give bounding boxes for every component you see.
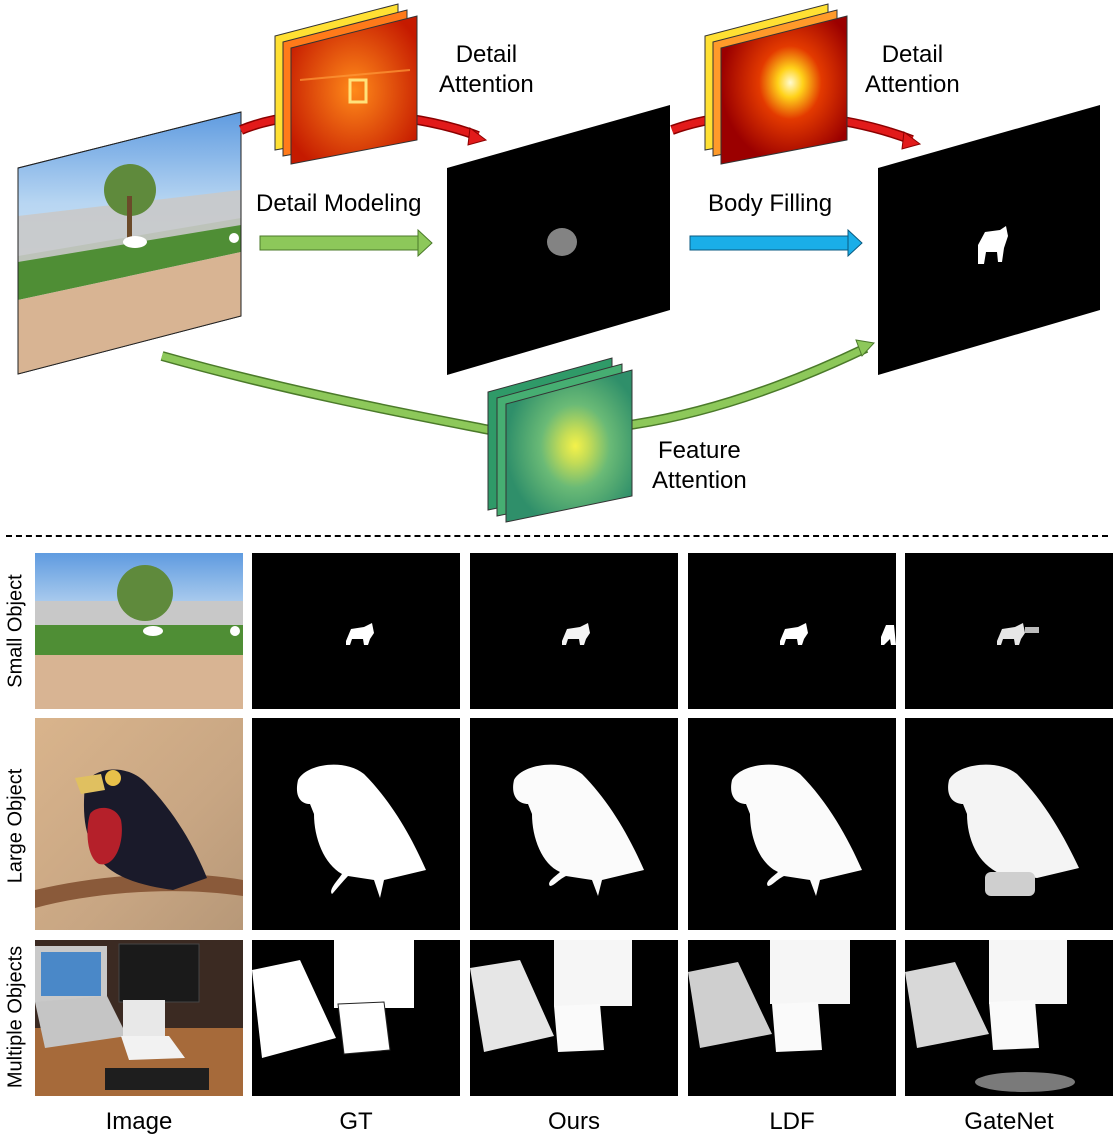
col-label-gt: GT <box>339 1108 373 1135</box>
feature-attention-maps <box>487 357 633 523</box>
body-filling-arrow <box>689 228 863 258</box>
col-label-ldf: LDF <box>769 1108 815 1135</box>
row-label-large-object: Large Object <box>4 768 27 884</box>
detail-attention-2-line-2: Attention <box>865 71 960 98</box>
detail-attention-label-1: Detail Attention <box>439 40 534 100</box>
row-label-small-object: Small Object <box>4 574 27 688</box>
col-label-ours: Ours <box>547 1108 600 1135</box>
row-label-multiple-objects: Multiple Objects <box>4 945 27 1089</box>
feature-attention-line-1: Feature <box>658 437 741 464</box>
image-large-object <box>35 718 243 930</box>
pipeline-diagram <box>17 3 1100 523</box>
gt-multiple-objects <box>252 940 460 1096</box>
gatenet-large-object <box>905 718 1113 930</box>
gt-small-object <box>252 553 460 709</box>
ours-multiple-objects <box>470 940 678 1096</box>
col-label-image: Image <box>105 1108 173 1135</box>
detail-attention-2-line-1: Detail <box>881 41 944 68</box>
gatenet-small-object <box>905 553 1113 709</box>
gt-large-object <box>252 718 460 930</box>
input-image-plane <box>17 111 242 375</box>
ours-large-object <box>470 718 678 930</box>
feature-attention-line-2: Attention <box>652 467 747 494</box>
detail-attention-1-line-1: Detail <box>455 41 518 68</box>
detail-attention-maps-2 <box>704 3 848 165</box>
image-small-object <box>35 553 243 709</box>
ldf-small-object <box>688 553 896 709</box>
detail-output-plane <box>447 105 670 375</box>
detail-modeling-label: Detail Modeling <box>256 190 422 217</box>
gatenet-multiple-objects <box>905 940 1113 1096</box>
body-filling-label: Body Filling <box>708 190 833 217</box>
detail-attention-1-line-2: Attention <box>439 71 534 98</box>
detail-modeling-arrow <box>259 228 433 258</box>
ldf-multiple-objects <box>688 940 896 1096</box>
col-label-gatenet: GateNet <box>964 1108 1054 1135</box>
detail-attention-label-2: Detail Attention <box>865 40 960 100</box>
feature-attention-label: Feature Attention <box>652 436 747 496</box>
detail-attention-maps-1 <box>274 3 418 165</box>
ours-small-object <box>470 553 678 709</box>
final-output-plane <box>878 105 1100 375</box>
section-divider <box>6 535 1108 537</box>
ldf-large-object <box>688 718 896 930</box>
image-multiple-objects <box>35 940 243 1096</box>
